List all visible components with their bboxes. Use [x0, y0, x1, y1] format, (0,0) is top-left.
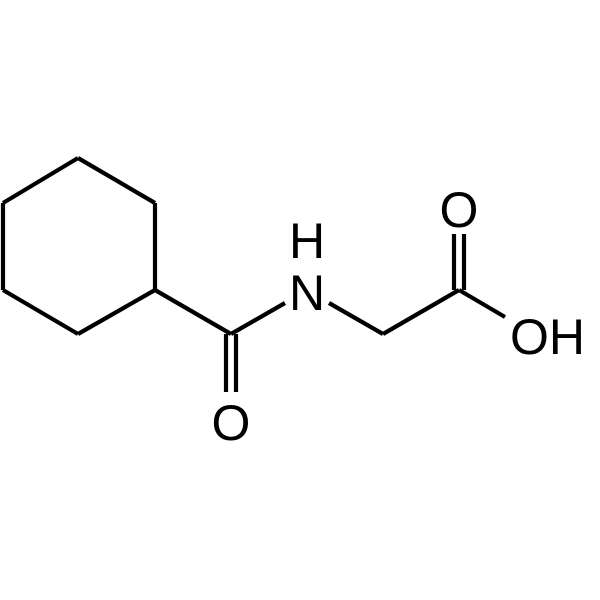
carbonyl-to-nitrogen-bond — [229, 301, 287, 336]
ring-bond — [1, 288, 80, 336]
ring-to-carbonyl-bond — [153, 288, 233, 336]
ch2-to-acid-carbon-bond — [381, 288, 461, 336]
cyclohexane-ring — [0, 156, 158, 336]
hydroxyl-label: OH — [510, 309, 585, 365]
acid-carbonyl-oxygen-label: O — [440, 182, 479, 238]
amide-oxygen-label: O — [212, 395, 251, 451]
ring-bond — [1, 156, 80, 205]
ring-bond — [76, 156, 157, 205]
nitrogen-to-ch2-bond — [327, 301, 385, 336]
acid-to-hydroxyl-bond — [457, 288, 507, 319]
amide-hydrogen-label: H — [289, 213, 325, 269]
amide-nitrogen-label: N — [289, 265, 325, 321]
ring-bond — [76, 288, 157, 336]
